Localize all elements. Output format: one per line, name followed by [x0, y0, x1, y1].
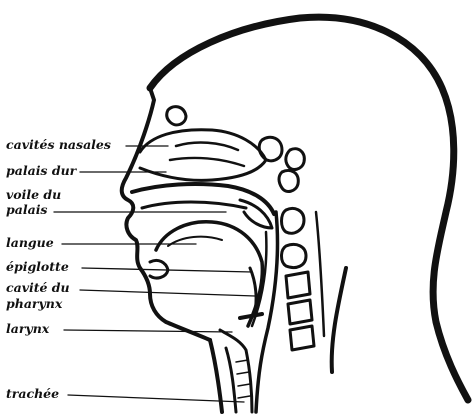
trachea-front — [226, 348, 236, 412]
palate — [132, 184, 274, 214]
skull-bone-1 — [167, 107, 186, 125]
nasal-turbinate-lower — [170, 158, 244, 166]
epiglottis — [250, 268, 256, 316]
vertebra-2 — [282, 244, 307, 267]
spine-canal — [316, 212, 324, 336]
head-outline — [150, 17, 468, 400]
vertebra-1 — [282, 208, 305, 233]
label-langue: langue — [6, 236, 54, 249]
label-cavite-du: cavité du — [6, 281, 70, 294]
label-larynx: larynx — [6, 322, 49, 335]
skull-bone-3 — [286, 149, 304, 170]
nasal-cavity — [140, 130, 266, 181]
skull-bone-4 — [279, 171, 298, 192]
skull-bone-2 — [259, 137, 282, 161]
label-trachee: trachée — [6, 387, 59, 400]
leader-cavite-du-pharynx — [80, 290, 256, 296]
label-voile-du: voile du — [6, 188, 61, 201]
leader-larynx — [64, 330, 232, 332]
vertebra-5 — [290, 326, 314, 350]
label-pharynx: pharynx — [6, 297, 62, 310]
label-cavites-nasales: cavités nasales — [6, 138, 111, 151]
label-epiglotte: épiglotte — [6, 260, 69, 273]
oral-roof — [142, 202, 246, 208]
nasal-turbinate-upper — [176, 143, 238, 150]
thyroid-cartilage — [240, 314, 262, 318]
face-profile — [122, 88, 210, 340]
vertebra-4 — [288, 300, 312, 324]
vertebra-3 — [286, 272, 310, 298]
leader-trachee — [68, 395, 244, 402]
label-palais-dur: palais dur — [6, 164, 76, 177]
label-palais: palais — [6, 203, 47, 216]
neck-back — [332, 268, 346, 372]
